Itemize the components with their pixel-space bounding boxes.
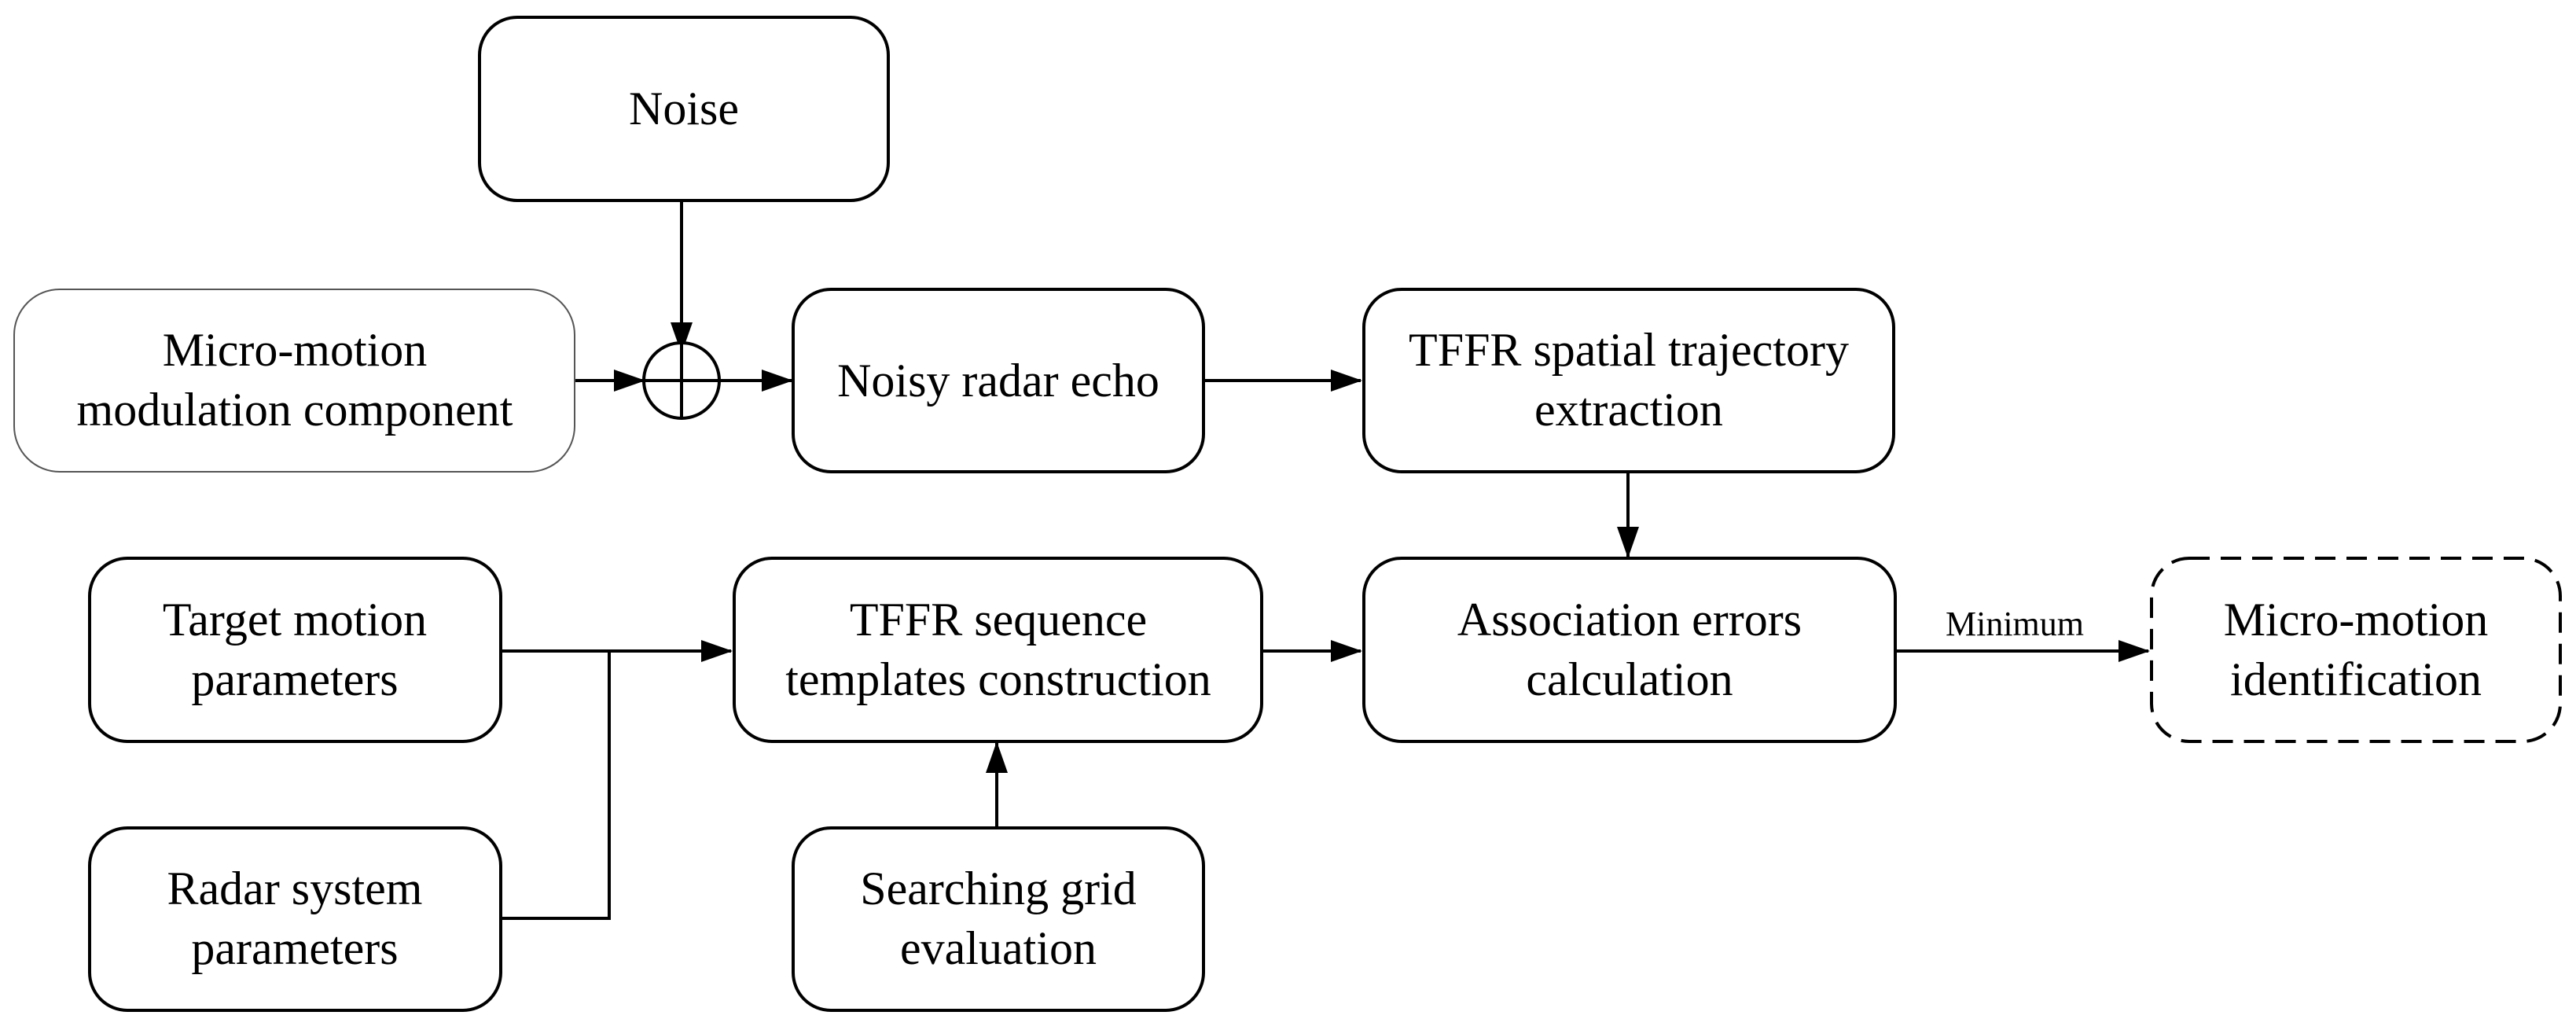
node-tffr-spatial-trajectory: TFFR spatial trajectory extraction	[1362, 288, 1895, 473]
node-target-motion-parameters: Target motion parameters	[88, 557, 502, 743]
node-identification-line-2: identification	[2230, 653, 2482, 705]
node-radar-system-parameters: Radar system parameters	[88, 826, 502, 1012]
node-identification-line-1: Micro-motion	[2224, 594, 2489, 646]
node-noise: Noise	[478, 16, 890, 202]
node-templates-line-1: TFFR sequence	[850, 594, 1147, 646]
node-tffr-sequence-templates: TFFR sequence templates construction	[733, 557, 1263, 743]
node-grid-line-1: Searching grid	[860, 863, 1137, 914]
node-micro-motion-identification: Micro-motion identification	[2150, 557, 2562, 743]
node-association-line-2: calculation	[1526, 653, 1733, 705]
edge-label-minimum: Minimum	[1946, 605, 2084, 643]
node-grid-line-2: evaluation	[900, 922, 1097, 974]
node-target-line-2: parameters	[191, 653, 398, 705]
node-radar-line-1: Radar system	[167, 863, 423, 914]
node-searching-grid: Searching grid evaluation	[792, 826, 1205, 1012]
node-radar-line-2: parameters	[191, 922, 398, 974]
node-noisy-radar-echo: Noisy radar echo	[792, 288, 1205, 473]
node-trajectory-line-1: TFFR spatial trajectory	[1409, 324, 1849, 376]
edge-params-merge	[501, 649, 611, 920]
node-trajectory-line-2: extraction	[1534, 384, 1723, 436]
node-micro-motion-modulation: Micro-motion modulation component	[13, 289, 575, 473]
node-association-errors: Association errors calculation	[1362, 557, 1897, 743]
node-modulation-line-1: Micro-motion	[163, 324, 428, 376]
node-noise-line-1: Noise	[629, 83, 739, 134]
node-templates-line-2: templates construction	[785, 653, 1211, 705]
summing-junction-icon	[642, 341, 721, 420]
node-association-line-1: Association errors	[1457, 594, 1802, 646]
node-target-line-1: Target motion	[163, 594, 427, 646]
node-modulation-line-2: modulation component	[77, 384, 513, 436]
node-echo-line-1: Noisy radar echo	[837, 355, 1159, 406]
